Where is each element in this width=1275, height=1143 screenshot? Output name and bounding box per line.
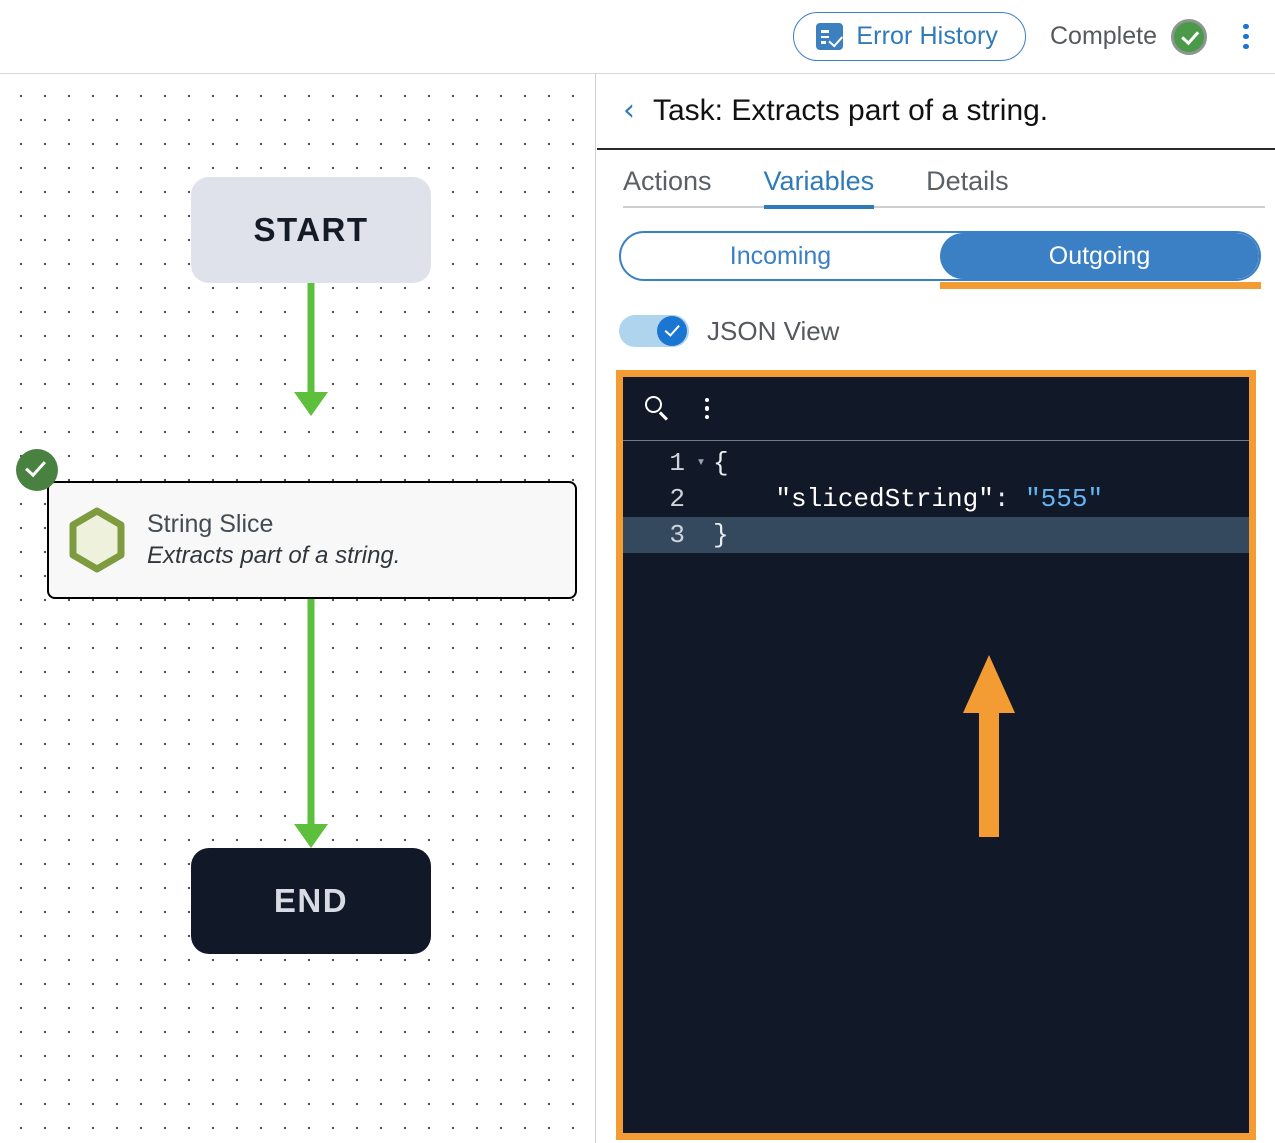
up-arrow-annotation xyxy=(963,655,1015,837)
json-view-toggle[interactable] xyxy=(619,315,689,347)
json-value: "555" xyxy=(1025,484,1104,514)
end-node[interactable]: END xyxy=(191,848,431,954)
list-check-icon xyxy=(816,23,844,50)
toggle-knob-check-icon xyxy=(657,316,687,346)
start-node[interactable]: START xyxy=(191,177,431,283)
tab-bar-rule xyxy=(623,206,1265,208)
code-line-2: 2 "slicedString": "555" xyxy=(623,481,1249,517)
segment-incoming[interactable]: Incoming xyxy=(729,241,832,270)
task-node-subtitle: Extracts part of a string. xyxy=(147,542,401,569)
code-text: } xyxy=(713,520,729,550)
end-node-label: END xyxy=(273,882,349,919)
error-history-label: Error History xyxy=(856,22,998,50)
json-separator: : xyxy=(993,484,1026,514)
json-view-label: JSON View xyxy=(707,315,840,346)
search-icon[interactable] xyxy=(645,395,671,422)
status-label: Complete xyxy=(1050,22,1157,50)
task-status-check-circle-icon xyxy=(16,449,58,491)
code-text: { xyxy=(713,448,729,478)
tab-bar: Actions Variables Details xyxy=(597,150,1275,209)
json-editor-highlight-frame: 1 ▾ { 2 "slicedString": "555" 3 } xyxy=(616,370,1256,1140)
line-number: 3 xyxy=(669,520,685,550)
json-key: "slicedString" xyxy=(775,484,994,514)
json-view-toggle-row: JSON View xyxy=(619,315,1275,347)
tab-variables[interactable]: Variables xyxy=(738,162,901,209)
details-panel: ‹ Task: Extracts part of a string. Actio… xyxy=(597,74,1275,1143)
fold-toggle-icon[interactable]: ▾ xyxy=(696,454,706,471)
direction-segmented-control: Incoming Outgoing xyxy=(619,231,1261,289)
start-node-label: START xyxy=(253,211,369,248)
page-title: Task: Extracts part of a string. xyxy=(653,94,1049,127)
top-toolbar: Error History Complete xyxy=(0,0,1275,74)
json-editor-toolbar xyxy=(623,377,1249,441)
chevron-left-icon[interactable]: ‹ xyxy=(623,93,635,128)
task-node-title: String Slice xyxy=(147,510,274,538)
kebab-menu-icon[interactable] xyxy=(697,395,717,423)
tab-details[interactable]: Details xyxy=(926,166,1009,196)
json-editor[interactable]: 1 ▾ { 2 "slicedString": "555" 3 } xyxy=(623,377,1249,1133)
code-line-3: 3 } xyxy=(623,517,1249,553)
error-history-button[interactable]: Error History xyxy=(793,12,1026,61)
segment-highlight-underline xyxy=(940,282,1261,289)
tab-actions[interactable]: Actions xyxy=(623,166,712,196)
line-number: 1 xyxy=(669,448,685,478)
hexagon-icon xyxy=(69,507,125,573)
workflow-canvas[interactable]: START String Slice Extracts part of a st… xyxy=(0,74,596,1143)
kebab-menu-icon[interactable] xyxy=(1233,20,1259,54)
panel-header: ‹ Task: Extracts part of a string. xyxy=(597,74,1275,150)
segment-outgoing[interactable]: Outgoing xyxy=(940,233,1259,279)
task-node-string-slice[interactable]: String Slice Extracts part of a string. xyxy=(47,481,577,599)
code-text: "slicedString": "555" xyxy=(713,481,1249,517)
code-line-1: 1 ▾ { xyxy=(623,445,1249,481)
json-editor-body[interactable]: 1 ▾ { 2 "slicedString": "555" 3 } xyxy=(623,441,1249,1133)
line-number: 2 xyxy=(669,484,685,514)
check-circle-icon xyxy=(1171,18,1207,55)
status-badge: Complete xyxy=(1050,18,1207,55)
